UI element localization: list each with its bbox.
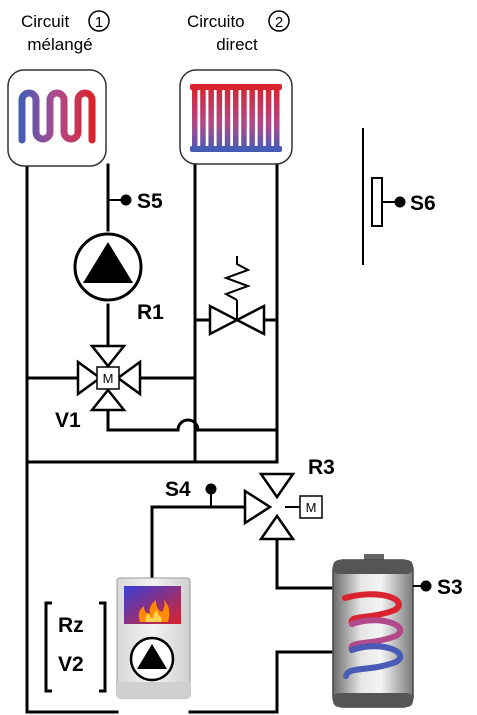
radiator-fin bbox=[208, 86, 214, 150]
circuit-2-number-circle bbox=[268, 10, 290, 32]
radiator-fin bbox=[233, 86, 239, 150]
bypass-valve bbox=[208, 256, 266, 337]
sensor-s3: S3 bbox=[413, 576, 463, 599]
radiator-icon bbox=[179, 69, 293, 165]
sensor-s5: S5 bbox=[108, 190, 163, 213]
valve-v1-motor: M bbox=[103, 371, 114, 386]
circuit-1-number-circle bbox=[88, 10, 110, 32]
radiator-fin bbox=[200, 86, 206, 150]
circuit-2-label: Circuito 2 direct bbox=[187, 10, 290, 54]
sensor-s3-label: S3 bbox=[437, 576, 463, 599]
sensor-s6: S6 bbox=[362, 128, 436, 265]
circuit-1-name: Circuit bbox=[21, 12, 69, 31]
circuit-2-subtitle: direct bbox=[216, 35, 258, 54]
radiator-fin bbox=[224, 86, 231, 150]
radiator-fin bbox=[257, 86, 264, 150]
pump-r1-triangle bbox=[83, 242, 133, 283]
circuit-1-label: Circuit 1 mélangé bbox=[21, 10, 110, 54]
valve-r3-motor: M bbox=[306, 500, 317, 515]
pump-r1-label: R1 bbox=[137, 301, 164, 324]
mixing-valve-v1: M V1 bbox=[55, 344, 142, 432]
valve-v1-label: V1 bbox=[55, 409, 81, 432]
radiator-fin bbox=[249, 86, 255, 150]
sensor-s5-label: S5 bbox=[137, 190, 163, 213]
radiator-fin bbox=[216, 86, 223, 150]
sensor-s4: S4 bbox=[165, 478, 217, 507]
boiler bbox=[116, 577, 191, 699]
radiator-fin bbox=[274, 86, 280, 150]
sensor-s6-label: S6 bbox=[410, 192, 436, 215]
circuit-2-name: Circuito bbox=[187, 12, 245, 31]
circuit-1-number: 1 bbox=[95, 14, 103, 31]
dhw-tank bbox=[332, 554, 414, 708]
valve-r3-label: R3 bbox=[308, 456, 335, 479]
flame-icon bbox=[138, 600, 170, 622]
circuit-1-subtitle: mélangé bbox=[27, 35, 92, 54]
floor-heating-icon bbox=[7, 69, 107, 167]
heat-source-line2: V2 bbox=[58, 653, 84, 676]
boiler-pump-triangle bbox=[137, 644, 167, 669]
radiator-fin bbox=[265, 86, 272, 150]
heat-source-line1: Rz bbox=[58, 614, 84, 637]
heat-source-label: Rz V2 bbox=[44, 601, 107, 693]
diverter-valve-r3: M R3 bbox=[243, 456, 335, 541]
tank-coil bbox=[342, 591, 404, 679]
circuit-2-number: 2 bbox=[275, 14, 283, 31]
pump-r1: R1 bbox=[73, 232, 164, 324]
piping bbox=[25, 160, 335, 714]
sensor-s4-label: S4 bbox=[165, 478, 191, 501]
radiator-fin bbox=[192, 86, 198, 150]
radiator-fin bbox=[241, 86, 247, 150]
